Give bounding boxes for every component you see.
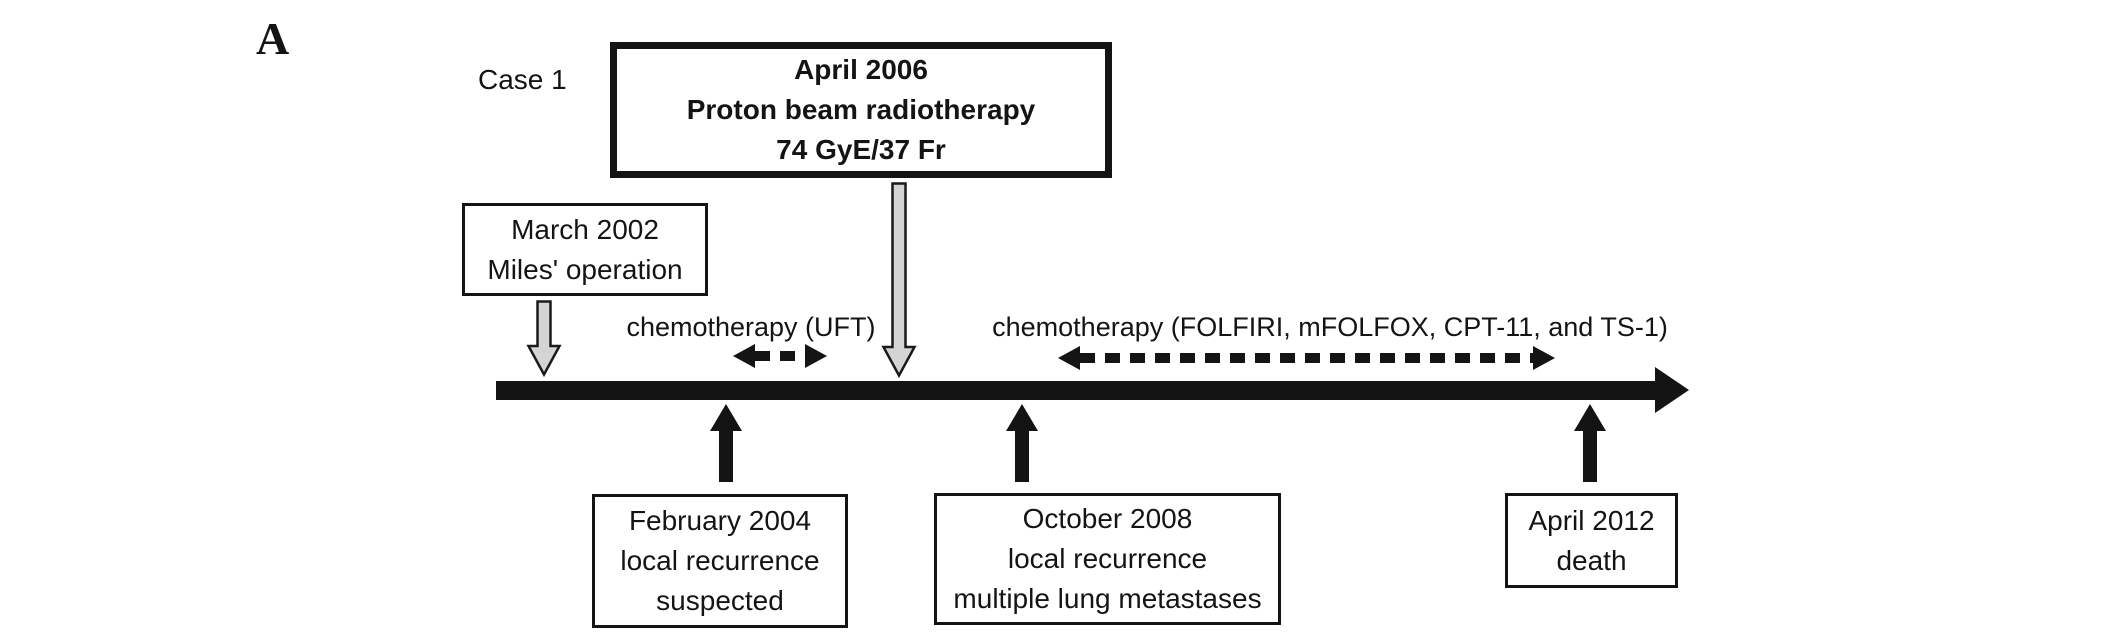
arrow-head-left [1058, 346, 1080, 370]
event-box-radiotherapy: April 2006 Proton beam radiotherapy 74 G… [610, 42, 1112, 178]
radiotherapy-down-arrow-icon [881, 182, 917, 378]
event-box-death: April 2012 death [1505, 493, 1678, 588]
event-date: February 2004 [628, 505, 812, 536]
event-description-2: suspected [656, 585, 784, 616]
event-box-surgery: March 2002 Miles' operation [462, 203, 708, 296]
event-date: March 2002 [511, 213, 659, 245]
event-box-recurrence-2008: October 2008 local recurrence multiple l… [934, 493, 1281, 625]
event-date: April 2006 [794, 54, 928, 85]
event-date: April 2012 [1528, 504, 1655, 536]
arrow-dashes [755, 351, 805, 361]
event-date: October 2008 [1022, 503, 1193, 534]
surgery-down-arrow-icon [526, 300, 562, 377]
event-box-recurrence-2004: February 2004 local recurrence suspected [592, 494, 848, 628]
panel-label: A [256, 13, 290, 64]
recurrence-2004-up-arrow-icon [710, 404, 742, 482]
event-dose: 74 GyE/37 Fr [776, 134, 946, 165]
event-description: death [1556, 544, 1627, 576]
event-description-2: multiple lung metastases [953, 583, 1262, 614]
event-description: local recurrence [1007, 543, 1208, 574]
chemo-combo-label: chemotherapy (FOLFIRI, mFOLFOX, CPT-11, … [992, 312, 1668, 342]
arrow-dashes [1080, 353, 1533, 363]
event-description: Miles' operation [487, 253, 683, 285]
chemo-uft-label: chemotherapy (UFT) [626, 312, 876, 342]
timeline-arrowhead-icon [1655, 367, 1689, 413]
recurrence-2008-up-arrow-icon [1006, 404, 1038, 482]
event-description: local recurrence [620, 545, 820, 576]
arrow-head-right [1533, 346, 1555, 370]
arrow-head-right [805, 344, 827, 368]
timeline-bar [496, 381, 1657, 400]
death-up-arrow-icon [1574, 404, 1606, 482]
chemo-combo-duration-arrow-icon [1058, 346, 1555, 370]
case-label: Case 1 [478, 64, 567, 95]
chemo-uft-duration-arrow-icon [733, 344, 827, 368]
arrow-head-left [733, 344, 755, 368]
event-description: Proton beam radiotherapy [686, 94, 1036, 125]
